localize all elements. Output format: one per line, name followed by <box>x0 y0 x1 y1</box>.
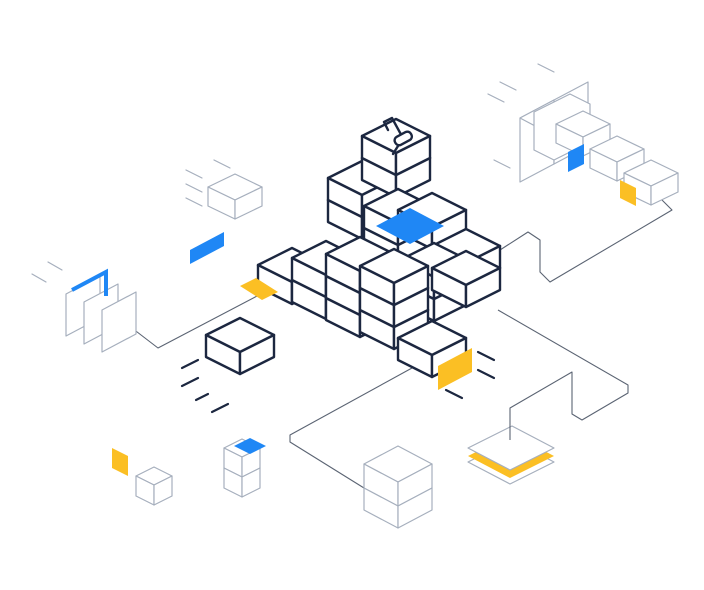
connector-bottom <box>289 367 413 489</box>
connector-lines <box>127 195 673 489</box>
central-block-stack <box>256 116 502 379</box>
small-cube-bottom-left <box>112 448 173 506</box>
stacked-cube-bottom-center <box>363 445 433 529</box>
connector-right-bottom <box>497 309 629 440</box>
speed-lines-right <box>444 350 496 400</box>
yellow-card <box>438 348 472 390</box>
frame-top-right <box>487 63 679 206</box>
stack-middle <box>256 187 502 379</box>
tall-cube-bottom <box>223 438 266 498</box>
floating-cube-top-left <box>185 159 263 264</box>
panel-stack-left <box>31 261 137 353</box>
yellow-tile-left <box>240 278 278 300</box>
connector-right-top <box>499 195 673 283</box>
layered-plates <box>467 425 555 485</box>
paint-roller-icon <box>382 116 414 156</box>
moving-cube <box>180 316 276 414</box>
connector-left <box>127 284 279 349</box>
blue-top-tile <box>376 208 444 244</box>
